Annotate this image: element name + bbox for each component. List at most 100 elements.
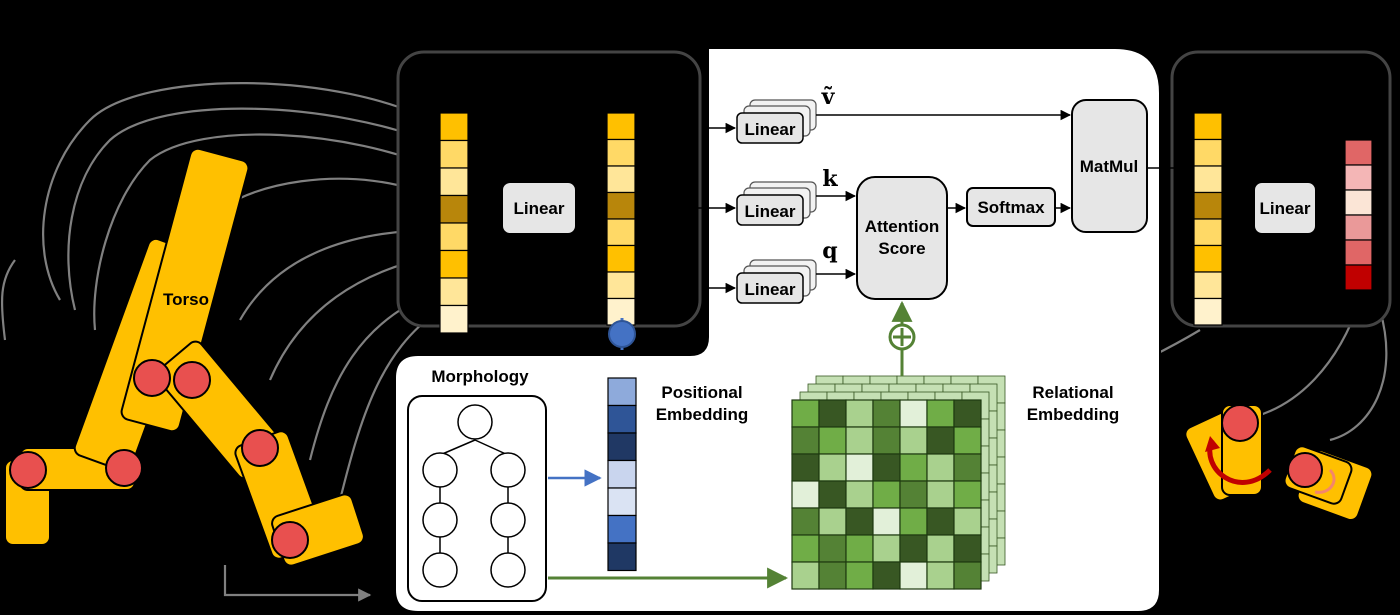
relational-cell — [791, 534, 820, 563]
relational-cell — [845, 534, 874, 563]
token-cell — [1193, 297, 1223, 326]
relational-cell — [926, 426, 955, 455]
relational-cell — [818, 507, 847, 536]
relational-cell — [791, 426, 820, 455]
relational-cell — [953, 426, 982, 455]
relational-cell — [818, 561, 847, 590]
positional-cell — [607, 542, 637, 572]
softmax-node — [966, 187, 1056, 227]
relational-cell — [872, 534, 901, 563]
token-cell — [606, 191, 636, 220]
relational-cell — [845, 453, 874, 482]
action-cell — [1344, 189, 1373, 216]
token-cell — [1193, 244, 1223, 273]
positional-embedding-vector — [607, 377, 637, 572]
relational-cell — [818, 453, 847, 482]
action-cell — [1344, 214, 1373, 241]
morphology-tree — [422, 404, 526, 588]
positional-cell — [607, 487, 637, 517]
relational-cell — [926, 534, 955, 563]
relational-cell — [791, 507, 820, 536]
morphology-tree-box — [407, 395, 547, 602]
relational-cell — [899, 426, 928, 455]
relational-cell — [872, 399, 901, 428]
relational-cell — [926, 480, 955, 509]
morphology-label: Morphology — [431, 367, 529, 386]
rotation-arrowhead-dark — [1205, 436, 1220, 452]
token-cell — [439, 112, 469, 142]
relational-embedding-label-line2: Embedding — [1027, 405, 1120, 424]
linear-label: Linear — [513, 199, 564, 218]
token-cell — [439, 167, 469, 197]
action-cell — [1344, 264, 1373, 291]
linear-label: Linear — [1259, 199, 1310, 218]
linear-stack-v: Linear — [736, 99, 817, 144]
relational-cell — [926, 453, 955, 482]
relational-cell — [926, 399, 955, 428]
matmul-label: MatMul — [1080, 157, 1139, 176]
relational-embedding-label-line1: Relational — [1032, 383, 1113, 402]
relational-cell — [926, 507, 955, 536]
robot-figure — [4, 147, 365, 567]
linear-stack-q: Linear — [736, 259, 817, 304]
linear-node-output — [1253, 181, 1317, 235]
action-cell — [1344, 139, 1373, 166]
k-symbol: k — [822, 166, 838, 192]
token-cell — [606, 165, 636, 194]
input-token-vector — [439, 112, 469, 334]
relational-cell — [818, 534, 847, 563]
attention-edges — [816, 109, 1192, 280]
token-cell — [606, 244, 636, 273]
relational-cell — [899, 453, 928, 482]
positional-add-icon — [608, 320, 636, 348]
relational-cell — [872, 426, 901, 455]
matmul-node — [1071, 99, 1148, 233]
q-symbol: q — [822, 238, 837, 264]
positional-cell — [607, 432, 637, 462]
relational-cell — [899, 480, 928, 509]
softmax-label: Softmax — [977, 198, 1045, 217]
relational-cell — [845, 426, 874, 455]
relational-cell — [926, 561, 955, 590]
relational-cell — [899, 507, 928, 536]
relational-cell — [791, 561, 820, 590]
token-cell — [1193, 112, 1223, 141]
relational-cell — [872, 507, 901, 536]
token-cell — [439, 277, 469, 307]
relational-cell — [899, 534, 928, 563]
relational-cell — [845, 561, 874, 590]
relational-cell — [845, 480, 874, 509]
token-cell — [606, 112, 636, 141]
relational-cell — [872, 453, 901, 482]
token-cell — [1193, 165, 1223, 194]
attention-score-node — [856, 176, 948, 300]
relational-cell — [818, 399, 847, 428]
token-cell — [1193, 271, 1223, 300]
token-cell — [439, 304, 469, 334]
relational-cell — [953, 561, 982, 590]
linear-stack-k: Linear — [736, 181, 817, 226]
token-cell — [606, 218, 636, 247]
token-cell — [1193, 138, 1223, 167]
relational-cell — [899, 399, 928, 428]
action-joints — [1184, 404, 1374, 522]
token-cell — [439, 139, 469, 169]
positional-embedding-label-line2: Embedding — [656, 405, 749, 424]
positional-cell — [607, 377, 637, 407]
positional-cell — [607, 514, 637, 544]
torso-label: Torso — [163, 290, 209, 309]
relational-embedding-matrix — [791, 399, 982, 590]
relational-cell — [953, 399, 982, 428]
relational-cell — [791, 480, 820, 509]
linear-label: Linear — [744, 120, 795, 139]
token-cell — [439, 249, 469, 279]
linear-label: Linear — [744, 280, 795, 299]
v-tilde-symbol: ṽ — [821, 84, 836, 110]
token-cell — [606, 138, 636, 167]
embedded-token-vector — [606, 112, 636, 326]
token-cell — [439, 194, 469, 224]
positional-cell — [607, 459, 637, 489]
relational-cell — [953, 480, 982, 509]
token-cell — [1193, 191, 1223, 220]
